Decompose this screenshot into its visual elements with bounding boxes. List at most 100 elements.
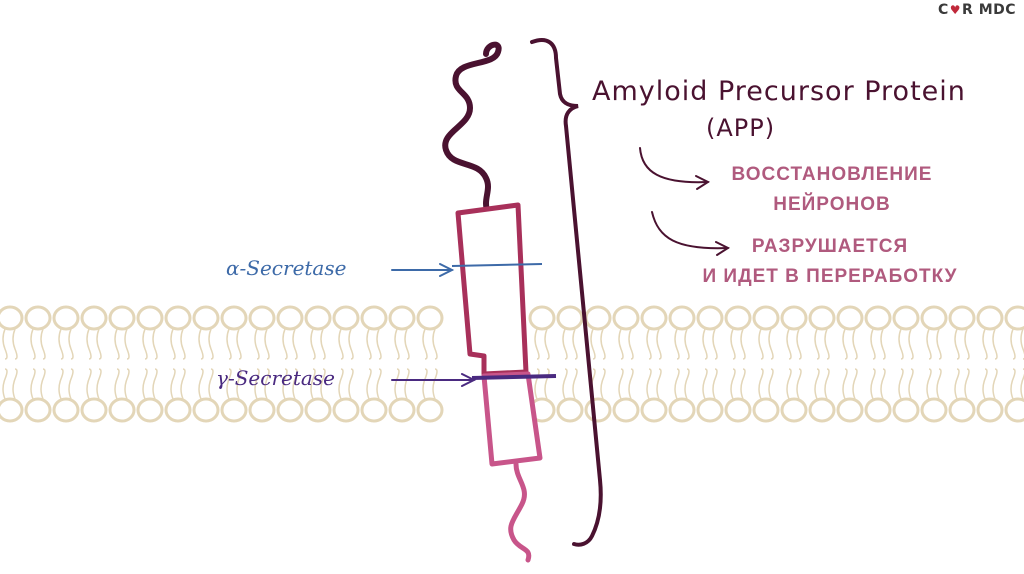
lipid-tail xyxy=(824,368,830,400)
lipid-tail xyxy=(338,328,344,360)
lipid-head xyxy=(276,305,304,331)
lipid-head xyxy=(892,397,920,423)
lipid-head xyxy=(696,397,724,423)
lipid-tail xyxy=(992,368,998,400)
lipid-head xyxy=(640,305,668,331)
outcome-arrow-1 xyxy=(639,147,711,190)
lipid-tail xyxy=(376,328,382,360)
lipid-tail xyxy=(208,328,214,360)
lipid-tail xyxy=(2,368,8,400)
lipid-tail xyxy=(394,328,400,360)
lipid-tail xyxy=(628,328,634,360)
lipid-tail xyxy=(124,328,130,360)
lipid-tail xyxy=(880,368,886,400)
alpha-arrow xyxy=(391,263,455,277)
lipid-tail xyxy=(394,368,400,400)
lipid-head xyxy=(948,305,976,331)
lipid-tail xyxy=(954,328,960,360)
lipid-tail xyxy=(814,328,820,360)
lipid-tail xyxy=(152,328,158,360)
lipid-head xyxy=(696,305,724,331)
lipid-head xyxy=(724,305,752,331)
lipid-head xyxy=(528,305,556,331)
lipid-tail xyxy=(170,368,176,400)
heart-icon: ♥ xyxy=(949,3,962,17)
lipid-tail xyxy=(422,368,428,400)
alpha-secretase-cut-line xyxy=(451,263,543,267)
lipid-tail xyxy=(180,328,186,360)
gamma-secretase-cut-line xyxy=(471,374,557,380)
lipid-head xyxy=(0,305,24,331)
lipid-tail xyxy=(208,368,214,400)
lipid-tail xyxy=(366,328,372,360)
lipid-head xyxy=(248,305,276,331)
lipid-head xyxy=(24,397,52,423)
lipid-tail xyxy=(684,368,690,400)
lipid-tail xyxy=(404,328,410,360)
lipid-tail xyxy=(86,368,92,400)
app-title: Amyloid Precursor Protein xyxy=(592,76,966,107)
lipid-tail xyxy=(646,368,652,400)
lipid-head xyxy=(80,397,108,423)
lipid-tail xyxy=(656,368,662,400)
lipid-tail xyxy=(320,328,326,360)
lipid-head xyxy=(780,397,808,423)
lipid-tail xyxy=(684,328,690,360)
lipid-tail xyxy=(758,328,764,360)
lipid-tail xyxy=(422,328,428,360)
lipid-head xyxy=(584,397,612,423)
lipid-tail xyxy=(898,368,904,400)
lipid-tail xyxy=(936,328,942,360)
lipid-head xyxy=(640,397,668,423)
lipid-head xyxy=(136,305,164,331)
lipid-tail xyxy=(198,368,204,400)
lipid-head xyxy=(976,397,1004,423)
lipid-head xyxy=(304,397,332,423)
logo-text-right: R MDC xyxy=(962,2,1017,18)
lipid-head xyxy=(108,397,136,423)
lipid-tail xyxy=(702,368,708,400)
gamma-secretase-label: γ-Secretase xyxy=(216,366,335,390)
lipid-tail xyxy=(170,328,176,360)
outcome-1-line-2: НЕЙРОНОВ xyxy=(773,194,891,215)
lipid-tail xyxy=(254,328,260,360)
lipid-head xyxy=(416,305,444,331)
app-extracellular-domain xyxy=(455,202,529,377)
lipid-tail xyxy=(600,368,606,400)
lipid-head xyxy=(752,305,780,331)
lipid-tail xyxy=(982,328,988,360)
lipid-head xyxy=(920,305,948,331)
lipid-tail xyxy=(366,368,372,400)
lipid-tail xyxy=(908,368,914,400)
lipid-head xyxy=(24,305,52,331)
lipid-head xyxy=(248,397,276,423)
outcome-2: РАЗРУШАЕТСЯ И ИДЕТ В ПЕРЕРАБОТКУ xyxy=(680,232,980,292)
outcome-arrow-2 xyxy=(651,211,731,256)
lipid-tail xyxy=(114,368,120,400)
lipid-tail xyxy=(590,328,596,360)
lipid-tail xyxy=(310,328,316,360)
lipid-tail xyxy=(282,368,288,400)
alpha-secretase-label: α-Secretase xyxy=(226,256,347,280)
lipid-tail xyxy=(348,328,354,360)
lipid-tail xyxy=(544,368,550,400)
lipid-tail xyxy=(226,328,232,360)
brand-logo: C ♥ R MDC xyxy=(938,2,1016,18)
lipid-tail xyxy=(114,328,120,360)
lipid-tail xyxy=(320,368,326,400)
lipid-tail xyxy=(180,368,186,400)
lipid-head xyxy=(752,397,780,423)
lipid-tail xyxy=(964,368,970,400)
lipid-tail xyxy=(656,328,662,360)
lipid-tail xyxy=(404,368,410,400)
lipid-head xyxy=(164,305,192,331)
lipid-tail xyxy=(1020,328,1024,360)
lipid-tail xyxy=(96,368,102,400)
lipid-tail xyxy=(236,328,242,360)
outcome-2-line-1: РАЗРУШАЕТСЯ xyxy=(751,236,909,257)
lipid-tail xyxy=(544,328,550,360)
lipid-head xyxy=(164,397,192,423)
lipid-tail xyxy=(30,368,36,400)
lipid-tail xyxy=(926,368,932,400)
